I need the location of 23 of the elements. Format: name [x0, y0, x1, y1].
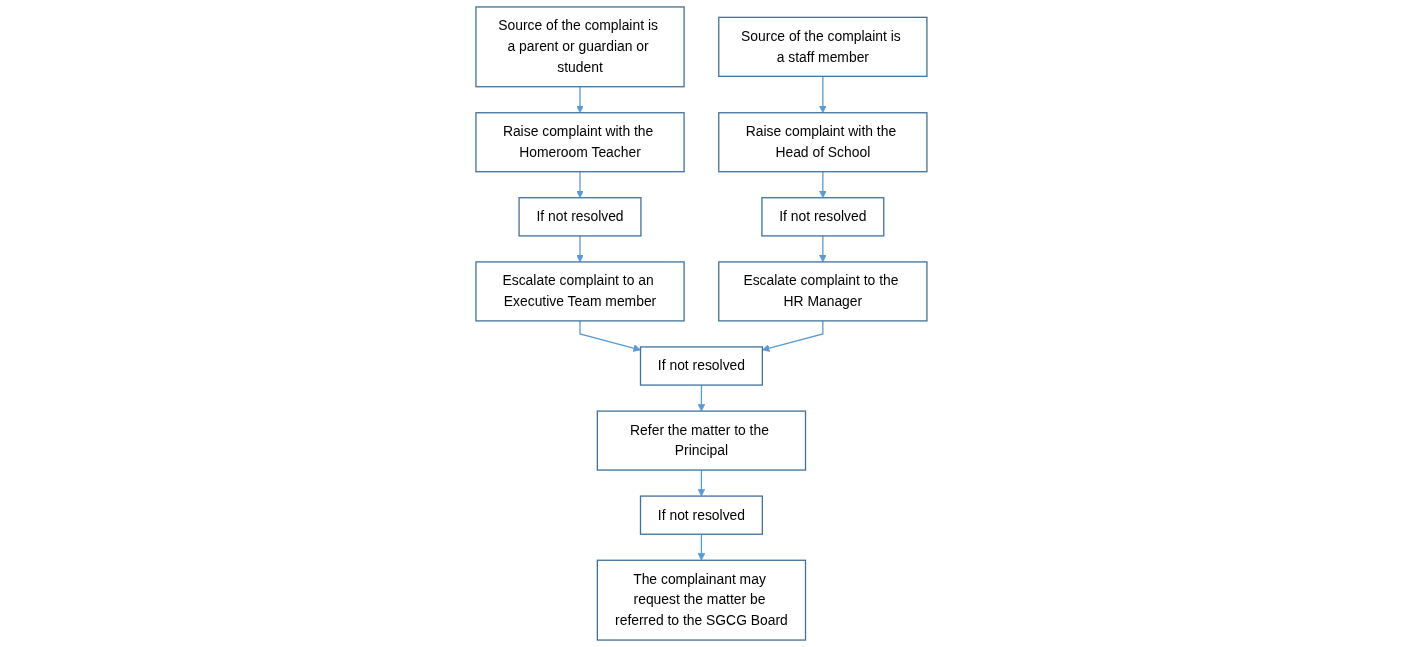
arrow: [818, 235, 827, 263]
arrow: [697, 384, 705, 412]
arrow: [818, 75, 827, 114]
node-box: If not resolved: [639, 495, 763, 535]
node-box: If not resolved: [518, 197, 642, 237]
node-box: Escalate complaint to the HR Manager: [717, 261, 928, 322]
node-box: Raise complaint with the Head of School: [717, 112, 928, 173]
arrow: [761, 320, 824, 352]
arrow: [575, 235, 584, 263]
arrow: [578, 320, 641, 352]
node-box: Refer the matter to the Principal: [596, 410, 806, 471]
node-box: The complainant may request the matter be referred to the SGCG Board: [596, 559, 806, 641]
arrow: [697, 469, 705, 497]
arrow: [818, 171, 827, 199]
arrow: [697, 533, 705, 561]
arrow: [575, 86, 584, 114]
node-box: Source of the complaint is a parent or guardian or student: [474, 6, 685, 88]
node-box: If not resolved: [760, 197, 884, 237]
node-box: Escalate complaint to an Executive Team member: [474, 261, 685, 322]
node-box: Source of the complaint is a staff member: [717, 16, 928, 77]
node-box: If not resolved: [639, 346, 763, 386]
arrow: [575, 171, 584, 199]
node-box: Raise complaint with the Homeroom Teacher: [474, 112, 685, 173]
